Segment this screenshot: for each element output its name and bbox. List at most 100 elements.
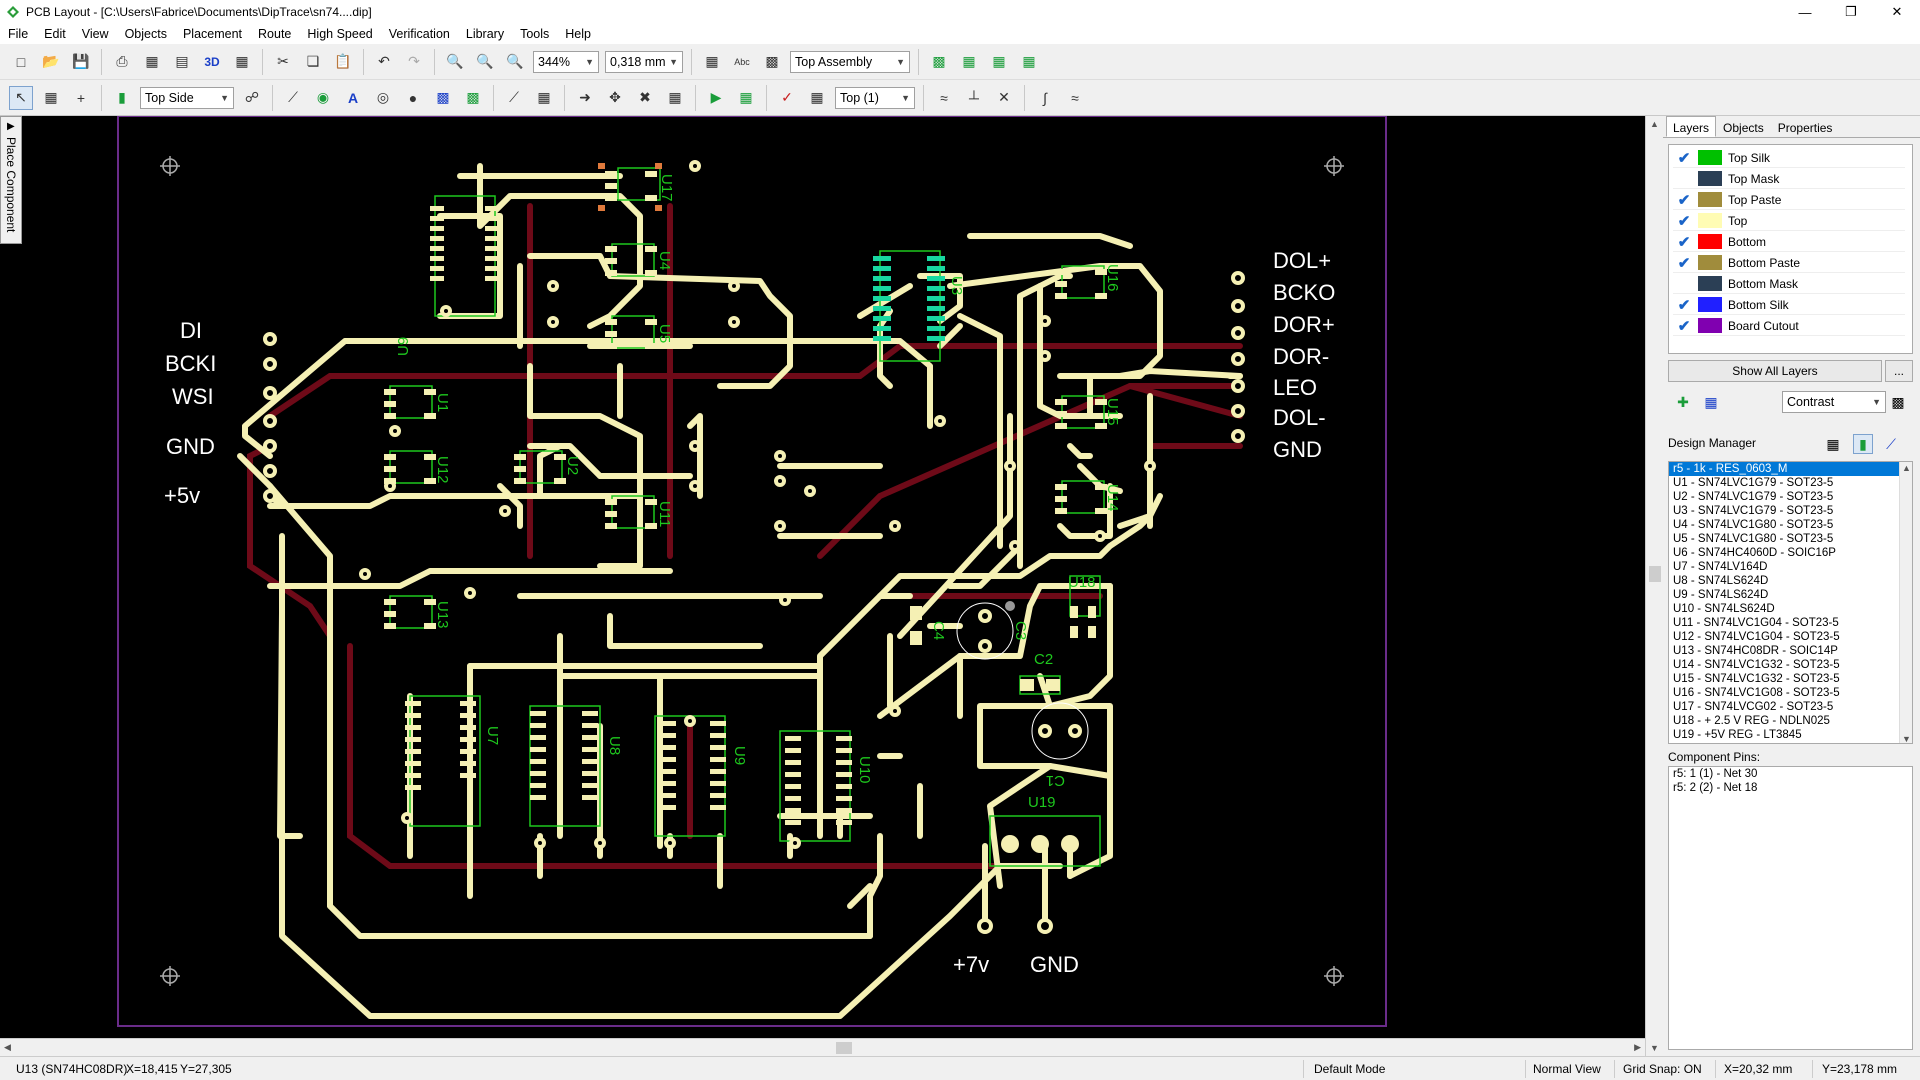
vertical-scroll-thumb[interactable] xyxy=(1649,566,1661,582)
unroute-icon[interactable]: ✖ xyxy=(639,89,651,105)
grid-size-combo[interactable]: 0,318 mm▼ xyxy=(605,50,683,73)
select-arrow-icon[interactable]: ↖ xyxy=(9,85,33,110)
drc-settings-icon[interactable]: ▦ xyxy=(810,89,824,105)
menu-high-speed[interactable]: High Speed xyxy=(307,27,373,41)
menu-route[interactable]: Route xyxy=(258,27,292,41)
via-style-icon[interactable]: ≈ xyxy=(940,89,948,106)
layer-row-board-cutout[interactable]: ✔Board Cutout xyxy=(1673,316,1905,336)
via-icon[interactable]: ◎ xyxy=(376,89,390,105)
hole-icon[interactable]: ● xyxy=(408,89,418,106)
paste-icon[interactable]: 📋 xyxy=(334,53,352,69)
save-icon[interactable]: 💾 xyxy=(72,53,90,69)
check-icon[interactable]: ✔ xyxy=(1677,254,1691,272)
route-layer-combo[interactable]: Top (1)▼ xyxy=(835,86,915,109)
connect-icon[interactable]: ▩ xyxy=(932,53,946,69)
contrast-combo[interactable]: Contrast▼ xyxy=(1782,391,1886,413)
cross-route-icon[interactable]: ✕ xyxy=(998,89,1010,105)
pcb-board-svg[interactable]: DI BCKI WSI GND +5v DOL+ BCKO DOR+ DOR- … xyxy=(0,116,1645,1038)
dm-scrollbar[interactable]: ▲ ▼ xyxy=(1899,462,1912,744)
check-icon[interactable]: ✔ xyxy=(1677,317,1691,335)
print-icon[interactable]: ⎙ xyxy=(116,53,128,69)
menu-placement[interactable]: Placement xyxy=(182,27,243,41)
menu-edit[interactable]: Edit xyxy=(44,27,66,41)
layer-view-icon[interactable]: ▩ xyxy=(1891,393,1905,410)
check-icon[interactable]: ✔ xyxy=(1677,191,1691,209)
copy-icon[interactable]: ❏ xyxy=(306,53,320,69)
route-branch-icon[interactable]: ✥ xyxy=(609,89,621,105)
list-item[interactable]: U16 - SN74LVC1G08 - SOT23-5 xyxy=(1673,687,1840,699)
layers-more-button[interactable]: ... xyxy=(1885,360,1913,382)
list-item[interactable]: U5 - SN74LVC1G80 - SOT23-5 xyxy=(1673,533,1834,545)
export-icon[interactable]: ▦ xyxy=(1022,53,1036,69)
layer-row-bottom-mask[interactable]: Bottom Mask xyxy=(1673,274,1905,294)
layer-settings-icon[interactable]: ▦ xyxy=(1704,393,1718,410)
check-icon[interactable]: ✔ xyxy=(1677,296,1691,314)
menu-verification[interactable]: Verification xyxy=(388,27,450,41)
menu-help[interactable]: Help xyxy=(565,27,591,41)
layer-row-top[interactable]: ✔Top xyxy=(1673,211,1905,231)
list-item[interactable]: r5: 2 (2) - Net 18 xyxy=(1673,782,1758,794)
list-item[interactable]: U11 - SN74LVC1G04 - SOT23-5 xyxy=(1673,617,1839,629)
menu-library[interactable]: Library xyxy=(465,27,505,41)
check-icon[interactable]: ✔ xyxy=(1677,233,1691,251)
layer-color-swatch[interactable] xyxy=(1698,150,1722,165)
list-item[interactable]: U3 - SN74LVC1G79 - SOT23-5 xyxy=(1673,505,1834,517)
panelize-icon[interactable]: ▦ xyxy=(235,53,249,69)
layer-color-swatch[interactable] xyxy=(1698,255,1722,270)
layer-color-swatch[interactable] xyxy=(1698,297,1722,312)
net-icon[interactable]: ▦ xyxy=(962,53,976,69)
tab-objects[interactable]: Objects xyxy=(1723,121,1764,135)
image-icon[interactable]: ▩ xyxy=(765,53,779,69)
close-button[interactable]: ✕ xyxy=(1891,4,1903,19)
run-play-icon[interactable]: ▶ xyxy=(710,89,722,105)
list-item[interactable]: U2 - SN74LVC1G79 - SOT23-5 xyxy=(1673,491,1834,503)
check-icon[interactable]: ✔ xyxy=(1677,149,1691,167)
place-component-tab[interactable]: ▶ Place Component xyxy=(0,116,22,244)
list-item[interactable]: U19 - +5V REG - LT3845 xyxy=(1673,729,1802,741)
list-item[interactable]: U7 - SN74LV164D xyxy=(1673,561,1768,573)
layer-color-swatch[interactable] xyxy=(1698,213,1722,228)
tab-layers[interactable]: Layers xyxy=(1666,116,1717,137)
layer-color-swatch[interactable] xyxy=(1698,276,1722,291)
net-check-icon[interactable]: ▦ xyxy=(992,53,1006,69)
run-all-icon[interactable]: ▦ xyxy=(739,89,753,105)
list-item[interactable]: U6 - SN74HC4060D - SOIC16P xyxy=(1673,547,1836,559)
open-folder-icon[interactable]: 📂 xyxy=(42,53,60,69)
pcb-canvas[interactable]: DI BCKI WSI GND +5v DOL+ BCKO DOR+ DOR- … xyxy=(0,116,1645,1038)
vertical-scrollbar[interactable]: ▲ ▼ xyxy=(1645,116,1663,1056)
menu-view[interactable]: View xyxy=(81,27,109,41)
maximize-button[interactable]: ❐ xyxy=(1845,4,1857,19)
pad-icon[interactable]: ◉ xyxy=(316,89,330,105)
scroll-down-icon[interactable]: ▼ xyxy=(1902,734,1911,744)
scroll-up-icon[interactable]: ▲ xyxy=(1902,463,1911,473)
layer-row-bottom-paste[interactable]: ✔Bottom Paste xyxy=(1673,253,1905,273)
find-binoculars-icon[interactable]: ☍ xyxy=(244,89,260,105)
new-file-icon[interactable]: □ xyxy=(16,53,26,70)
layer-side-icon[interactable]: ▮ xyxy=(118,89,126,105)
table-icon[interactable]: ▦ xyxy=(537,89,551,105)
layer-row-top-paste[interactable]: ✔Top Paste xyxy=(1673,190,1905,210)
text-a-icon[interactable]: A xyxy=(347,89,359,106)
dm-filter-icon[interactable]: ▦ xyxy=(1826,435,1840,452)
show-all-layers-button[interactable]: Show All Layers xyxy=(1668,360,1882,382)
list-item[interactable]: U18 - + 2.5 V REG - NDLN025 xyxy=(1673,715,1830,727)
text-icon[interactable]: Abc xyxy=(734,56,750,67)
list-item[interactable]: U13 - SN74HC08DR - SOIC14P xyxy=(1673,645,1838,657)
layer-row-top-silk[interactable]: ✔Top Silk xyxy=(1673,148,1905,168)
measure-icon[interactable]: ⟋ xyxy=(509,89,519,105)
list-item[interactable]: U8 - SN74LS624D xyxy=(1673,575,1769,587)
layer-color-swatch[interactable] xyxy=(1698,171,1722,186)
check-icon[interactable]: ✔ xyxy=(1677,212,1691,230)
placement-icon[interactable]: ▦ xyxy=(44,89,58,105)
undo-icon[interactable]: ↶ xyxy=(378,53,390,69)
list-item[interactable]: U9 - SN74LS624D xyxy=(1673,589,1769,601)
side-combo[interactable]: Top Side▼ xyxy=(140,86,234,109)
diff-pair-icon[interactable]: ≈ xyxy=(1071,89,1079,106)
layer-color-swatch[interactable] xyxy=(1698,318,1722,333)
layer-color-swatch[interactable] xyxy=(1698,192,1722,207)
tee-icon[interactable]: ┴ xyxy=(969,89,979,106)
horizontal-scrollbar[interactable]: ◀ ▶ xyxy=(0,1038,1645,1056)
layer-setup-icon[interactable]: ▦ xyxy=(705,53,719,69)
3d-view-button[interactable]: 3D xyxy=(204,54,220,69)
dm-nets-icon[interactable]: ⟋ xyxy=(1886,435,1896,452)
